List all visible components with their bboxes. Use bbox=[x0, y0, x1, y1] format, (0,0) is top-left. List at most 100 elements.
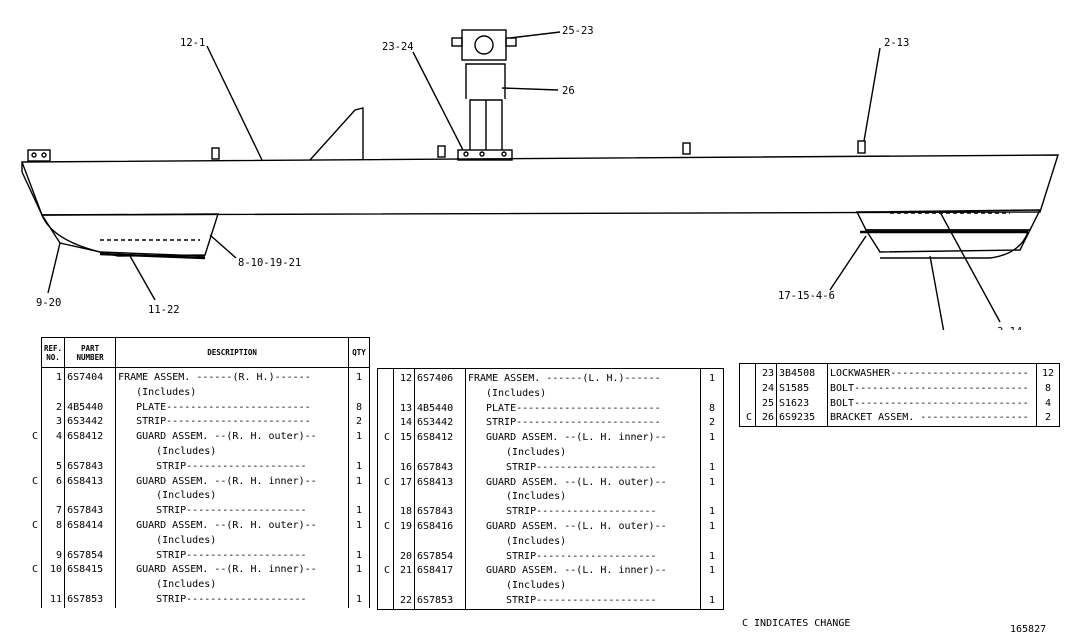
qty-cell: 1 bbox=[348, 592, 371, 608]
ref-no-cell: 6 bbox=[40, 474, 66, 490]
part-number-cell: 6S8412 bbox=[414, 431, 466, 446]
change-mark: C bbox=[31, 564, 38, 576]
qty-cell: 1 bbox=[700, 460, 724, 476]
description-cell: GUARD ASSEM. --(R. H. inner)-- bbox=[115, 563, 350, 579]
change-mark: C bbox=[383, 432, 390, 444]
qty-cell: 2 bbox=[1036, 411, 1060, 427]
description-cell: (Includes) bbox=[465, 579, 701, 594]
qty-cell bbox=[348, 533, 371, 549]
callout-12-1: 12-1 bbox=[180, 37, 205, 49]
part-number-cell: 6S8413 bbox=[414, 475, 466, 491]
qty-cell: 12 bbox=[1036, 363, 1060, 382]
part-number-cell bbox=[414, 386, 466, 402]
change-mark bbox=[26, 489, 42, 504]
description-cell: BOLT----------------------------- bbox=[827, 396, 1037, 412]
description-cell: STRIP-------------------- bbox=[115, 459, 350, 475]
part-number-cell: 6S7843 bbox=[414, 505, 466, 520]
change-mark: C bbox=[31, 475, 38, 487]
change-mark bbox=[378, 461, 394, 476]
ref-no-cell: 22 bbox=[393, 593, 415, 610]
part-number-cell: 6S7853 bbox=[414, 593, 466, 610]
change-mark bbox=[740, 382, 756, 397]
ref-no-cell bbox=[40, 444, 66, 460]
description-cell: (Includes) bbox=[115, 385, 350, 401]
callout-26: 26 bbox=[562, 85, 575, 97]
change-mark bbox=[378, 446, 394, 461]
header-description: DESCRIPTION bbox=[115, 337, 350, 368]
description-cell bbox=[827, 426, 1037, 427]
change-indicator-note: C INDICATES CHANGE bbox=[742, 618, 851, 629]
qty-cell bbox=[700, 445, 724, 461]
ref-no-cell bbox=[393, 579, 415, 594]
table-row: (Includes) bbox=[26, 385, 371, 401]
ref-no-cell: 20 bbox=[393, 549, 415, 565]
ref-no-cell: 18 bbox=[393, 505, 415, 520]
ref-no-cell: 26 bbox=[755, 411, 777, 427]
change-mark bbox=[378, 505, 394, 520]
qty-cell: 2 bbox=[700, 416, 724, 432]
ref-no-cell: 24 bbox=[755, 381, 777, 397]
qty-cell: 1 bbox=[348, 367, 371, 386]
description-cell: GUARD ASSEM. --(R. H. outer)-- bbox=[115, 430, 350, 445]
description-cell: (Includes) bbox=[115, 533, 350, 549]
change-mark: C bbox=[383, 565, 390, 577]
ref-no-cell: 2 bbox=[40, 400, 66, 416]
description-cell: LOCKWASHER----------------------- bbox=[827, 363, 1037, 382]
part-number-cell bbox=[414, 534, 466, 550]
description-cell: GUARD ASSEM. --(L. H. outer)-- bbox=[465, 519, 701, 535]
change-mark bbox=[26, 460, 42, 475]
ref-no-cell bbox=[393, 386, 415, 402]
ref-no-cell: 17 bbox=[393, 475, 415, 491]
ref-no-cell: 14 bbox=[393, 416, 415, 432]
change-mark bbox=[26, 504, 42, 519]
change-mark bbox=[26, 368, 42, 386]
change-mark bbox=[26, 578, 42, 593]
qty-cell: 1 bbox=[700, 431, 724, 446]
change-mark bbox=[378, 535, 394, 550]
part-number-cell: 4B5440 bbox=[414, 401, 466, 417]
qty-cell bbox=[700, 490, 724, 506]
description-cell: GUARD ASSEM. --(R. H. outer)-- bbox=[115, 518, 350, 534]
ref-no-cell: 25 bbox=[755, 396, 777, 412]
description-cell: STRIP-------------------- bbox=[115, 504, 350, 519]
ref-no-cell: 15 bbox=[393, 431, 415, 446]
callout-23-24: 23-24 bbox=[382, 41, 414, 53]
description-cell: STRIP-------------------- bbox=[465, 505, 701, 520]
change-mark: C bbox=[383, 520, 390, 532]
header-qty: QTY bbox=[348, 337, 371, 368]
qty-cell bbox=[1036, 426, 1060, 427]
change-mark bbox=[26, 445, 42, 460]
part-number-cell: 6S8412 bbox=[64, 430, 117, 445]
description-cell: (Includes) bbox=[115, 489, 350, 505]
part-number-cell: 6S8414 bbox=[64, 518, 117, 534]
part-number-cell: 3B4508 bbox=[776, 363, 828, 382]
change-mark bbox=[26, 386, 42, 401]
callout-17-15-4-6: 17-15-4-6 bbox=[778, 290, 835, 302]
qty-cell: 1 bbox=[348, 459, 371, 475]
part-number-cell: 6S7406 bbox=[414, 368, 466, 387]
table-row: (Includes) bbox=[378, 579, 724, 594]
part-number-cell: 6S3442 bbox=[64, 415, 117, 431]
ref-no-cell: 11 bbox=[40, 592, 66, 608]
part-number-cell bbox=[414, 445, 466, 461]
table-row: (Includes) bbox=[26, 578, 371, 593]
part-number-cell: S1585 bbox=[776, 381, 828, 397]
table-row: (Includes) bbox=[26, 489, 371, 505]
change-mark: C bbox=[745, 412, 752, 424]
description-cell: STRIP------------------------ bbox=[115, 415, 350, 431]
change-mark bbox=[378, 416, 394, 431]
part-number-cell bbox=[64, 385, 117, 401]
qty-cell bbox=[348, 385, 371, 401]
callout-11-22: 11-22 bbox=[148, 304, 180, 316]
